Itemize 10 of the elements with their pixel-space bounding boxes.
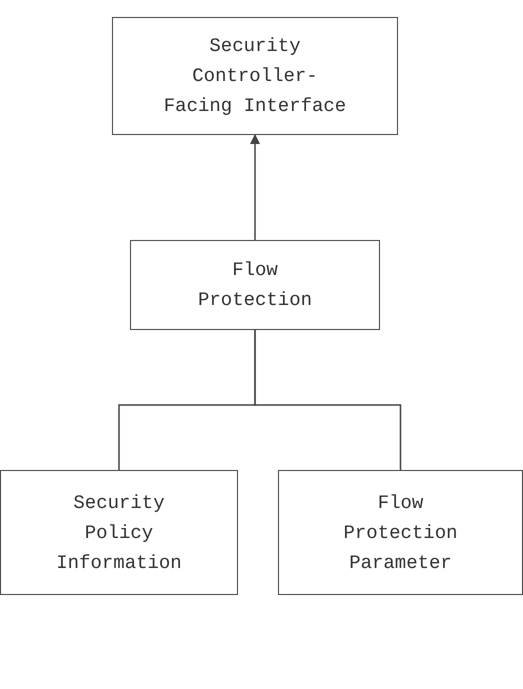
- box-label: Security Controller-Facing Interface: [162, 34, 348, 119]
- arrow: [250, 134, 260, 240]
- box-label: Flow Protection Parameter: [342, 490, 459, 576]
- connector-line: [254, 330, 402, 470]
- box-label: Security Policy Information: [55, 490, 183, 576]
- process-box: [130, 240, 380, 330]
- process-box: [0, 470, 238, 595]
- process-box: [278, 470, 523, 595]
- process-box: [112, 17, 398, 135]
- box-label: Flow Protection: [196, 258, 314, 313]
